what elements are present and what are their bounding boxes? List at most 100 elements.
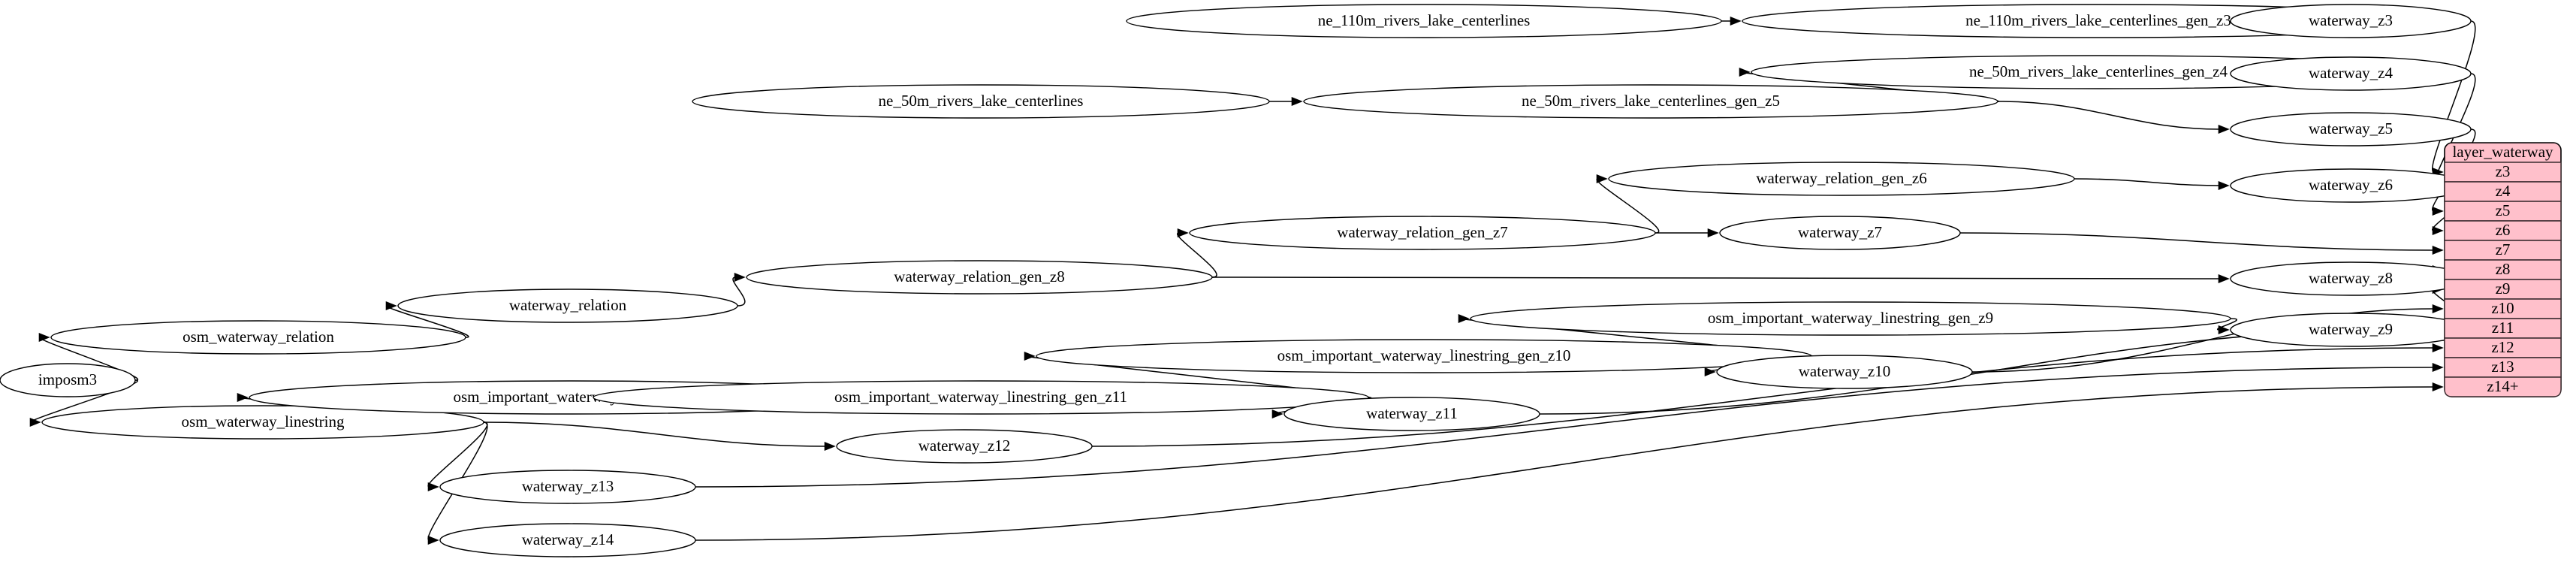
edge-arrowhead-icon (2432, 226, 2444, 235)
edge-ne_50m_rivers_lake_centerlines_gen_z5--to--waterway_z5 (1997, 101, 2221, 130)
node-osm_important_waterway_linestring_gen_z11[interactable]: osm_important_waterway_linestring_gen_z1… (593, 380, 1369, 415)
node-ellipse-osm_important_waterway_linestring_gen_z10 (1036, 339, 1812, 373)
node-waterway_z6[interactable]: waterway_z6 (2230, 168, 2472, 203)
edge-arrowhead-icon (1458, 314, 1470, 323)
edge-arrowhead-icon (2218, 181, 2230, 190)
edge-arrowhead-icon (2218, 325, 2230, 334)
edge-arrowhead-icon (734, 273, 746, 282)
edge-arrowhead-icon (385, 301, 397, 310)
node-ellipse-waterway_z11 (1283, 397, 1540, 431)
node-osm_waterway_relation[interactable]: osm_waterway_relation (50, 320, 466, 355)
node-ellipse-osm_important_waterway_linestring_gen_z11 (593, 380, 1369, 415)
edge-arrowhead-icon (38, 333, 50, 342)
node-ellipse-waterway_relation_gen_z7 (1189, 216, 1656, 250)
layer-waterway-row-label-z10: z10 (2491, 299, 2514, 317)
edge-arrowhead-icon (1707, 228, 1719, 237)
node-ellipse-waterway_z8 (2230, 261, 2472, 296)
edge-arrowhead-icon (2432, 207, 2444, 216)
node-waterway_z10[interactable]: waterway_z10 (1716, 355, 1973, 389)
node-ellipse-waterway_z5 (2230, 112, 2472, 147)
layer-waterway-row-label-z11: z11 (2492, 319, 2514, 337)
edge-arrowhead-icon (1177, 228, 1189, 237)
edge-waterway_z13--to--layer_waterway_z13 (695, 367, 2435, 488)
node-ellipse-waterway_z3 (2230, 4, 2472, 38)
node-waterway_relation[interactable]: waterway_relation (397, 289, 738, 323)
edge-arrowhead-icon (1271, 409, 1283, 418)
layer-waterway-row-label-z13: z13 (2491, 358, 2514, 376)
layer-waterway-table: z3z4z5z6z7z8z9z10z11z12z13z14+layer_wate… (2444, 142, 2562, 397)
node-ne_110m_rivers_lake_centerlines[interactable]: ne_110m_rivers_lake_centerlines (1126, 4, 1722, 38)
layer-waterway-row-label-z12: z12 (2491, 338, 2514, 356)
layer-waterway-row-label-z3: z3 (2496, 162, 2511, 180)
edge-arrowhead-icon (2432, 363, 2444, 372)
edge-arrowhead-icon (1704, 367, 1716, 376)
edge-waterway_z3--to--layer_waterway_z3 (2432, 20, 2476, 173)
node-ellipse-osm_waterway_relation (50, 320, 466, 355)
edge-waterway_z7--to--layer_waterway_z7 (1959, 232, 2435, 251)
node-ellipse-waterway_z4 (2230, 56, 2472, 91)
layer-waterway-row-z14+[interactable] (2444, 376, 2562, 397)
edge-osm_important_waterway_linestring_gen_z9--to--waterway_z9 (2217, 318, 2238, 331)
node-osm_important_waterway_linestring_gen_z9[interactable]: osm_important_waterway_linestring_gen_z9 (1470, 301, 2231, 336)
edge-arrowhead-icon (2432, 304, 2444, 313)
edge-arrowhead-icon (2218, 125, 2230, 134)
edge-waterway_relation_gen_z8--to--waterway_z8 (1211, 276, 2221, 279)
node-waterway_z12[interactable]: waterway_z12 (836, 429, 1093, 464)
node-waterway_z14[interactable]: waterway_z14 (439, 523, 696, 557)
edge-arrowhead-icon (1730, 17, 1742, 26)
node-waterway_relation_gen_z8[interactable]: waterway_relation_gen_z8 (746, 260, 1213, 295)
node-osm_important_waterway_linestring_gen_z10[interactable]: osm_important_waterway_linestring_gen_z1… (1036, 339, 1812, 373)
node-ellipse-waterway_z14 (439, 523, 696, 557)
edge-arrowhead-icon (1739, 68, 1751, 77)
layer-waterway-row-label-z7: z7 (2496, 240, 2511, 258)
node-ellipse-imposm3 (0, 363, 136, 397)
node-imposm3[interactable]: imposm3 (0, 363, 136, 397)
layer-waterway-row-label-z14+: z14+ (2487, 377, 2518, 395)
edge-arrowhead-icon (427, 482, 439, 491)
node-waterway_relation_gen_z7[interactable]: waterway_relation_gen_z7 (1189, 216, 1656, 250)
node-waterway_z9[interactable]: waterway_z9 (2230, 313, 2472, 347)
node-waterway_z5[interactable]: waterway_z5 (2230, 112, 2472, 147)
edge-arrowhead-icon (2432, 246, 2444, 255)
node-waterway_z13[interactable]: waterway_z13 (439, 470, 696, 504)
node-ellipse-ne_50m_rivers_lake_centerlines_gen_z5 (1303, 84, 1998, 119)
edge-arrowhead-icon (1024, 352, 1036, 361)
edge-arrowhead-icon (824, 442, 836, 451)
node-ellipse-osm_important_waterway_linestring_gen_z9 (1470, 301, 2231, 336)
layer-waterway-row-label-z8: z8 (2496, 260, 2511, 278)
edge-arrowhead-icon (2432, 343, 2444, 352)
node-ellipse-waterway_z13 (439, 470, 696, 504)
node-ellipse-ne_110m_rivers_lake_centerlines (1126, 4, 1722, 38)
node-waterway_z8[interactable]: waterway_z8 (2230, 261, 2472, 296)
layer-waterway-row-label-z6: z6 (2496, 221, 2511, 239)
edge-waterway_z12--to--layer_waterway_z12 (1091, 347, 2435, 447)
node-ellipse-waterway_z12 (836, 429, 1093, 464)
edge-waterway_z14--to--layer_waterway_z14_ (695, 386, 2435, 541)
node-ellipse-waterway_z7 (1719, 216, 1961, 250)
node-waterway_z7[interactable]: waterway_z7 (1719, 216, 1961, 250)
edge-waterway_relation_gen_z6--to--waterway_z6 (2074, 178, 2221, 186)
node-waterway_relation_gen_z6[interactable]: waterway_relation_gen_z6 (1608, 162, 2075, 196)
node-ellipse-osm_waterway_linestring (41, 405, 484, 440)
node-ellipse-ne_50m_rivers_lake_centerlines (692, 84, 1270, 119)
node-ne_50m_rivers_lake_centerlines[interactable]: ne_50m_rivers_lake_centerlines (692, 84, 1270, 119)
layer-waterway-table-header: layer_waterway (2452, 143, 2553, 161)
node-ellipse-waterway_z9 (2230, 313, 2472, 347)
node-waterway_z4[interactable]: waterway_z4 (2230, 56, 2472, 91)
node-ne_50m_rivers_lake_centerlines_gen_z5[interactable]: ne_50m_rivers_lake_centerlines_gen_z5 (1303, 84, 1998, 119)
node-ellipse-waterway_relation_gen_z6 (1608, 162, 2075, 196)
edge-arrowhead-icon (1291, 97, 1303, 106)
node-waterway_z11[interactable]: waterway_z11 (1283, 397, 1540, 431)
node-ellipse-waterway_relation (397, 289, 738, 323)
layer-waterway-row-label-z5: z5 (2496, 201, 2511, 219)
edge-waterway_relation--to--waterway_relation_gen_z8 (732, 276, 746, 307)
edge-arrowhead-icon (237, 393, 249, 402)
edge-arrowhead-icon (427, 536, 439, 545)
edge-arrowhead-icon (1596, 174, 1608, 183)
node-waterway_z3[interactable]: waterway_z3 (2230, 4, 2472, 38)
edge-arrowhead-icon (2432, 382, 2444, 391)
edge-arrowhead-icon (2218, 274, 2230, 283)
edge-osm_waterway_linestring--to--waterway_z12 (483, 421, 827, 447)
